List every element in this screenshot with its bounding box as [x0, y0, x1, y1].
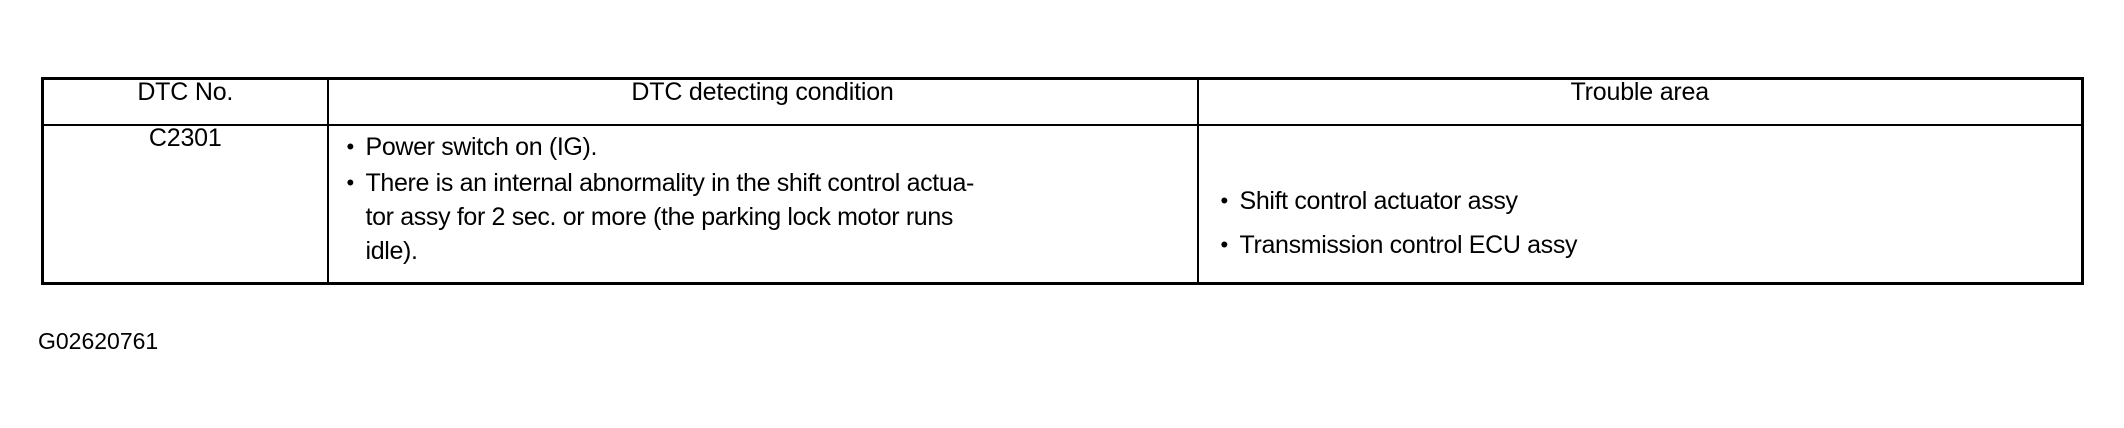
table-header: DTC No. DTC detecting condition Trouble …: [41, 77, 2084, 126]
cell-detecting-condition: Power switch on (IG). There is an intern…: [326, 124, 1199, 285]
column-header-dtc-detecting-condition: DTC detecting condition: [326, 77, 1199, 126]
trouble-area-list: Shift control actuator assy Transmission…: [1199, 184, 2082, 262]
column-header-trouble-area: Trouble area: [1196, 77, 2084, 126]
list-item: Power switch on (IG).: [347, 130, 1183, 164]
table-row: C2301 Power switch on (IG). There is an …: [41, 124, 2084, 285]
detecting-condition-wrap: Power switch on (IG). There is an intern…: [329, 126, 1197, 268]
list-item: Transmission control ECU assy: [1221, 228, 2068, 262]
detecting-condition-list: Power switch on (IG). There is an intern…: [329, 130, 1197, 268]
figure-id-label: G02620761: [38, 328, 159, 354]
list-item: Shift control actuator assy: [1221, 184, 2068, 218]
table-header-row: DTC No. DTC detecting condition Trouble …: [41, 77, 2084, 126]
list-item: There is an internal abnormality in the …: [347, 166, 1183, 268]
table-body: C2301 Power switch on (IG). There is an …: [41, 124, 2084, 285]
cell-dtc-no: C2301: [41, 124, 329, 285]
column-header-dtc-no: DTC No.: [41, 77, 329, 126]
trouble-area-wrap: Shift control actuator assy Transmission…: [1199, 126, 2082, 262]
cell-trouble-area: Shift control actuator assy Transmission…: [1196, 124, 2084, 285]
dtc-table: DTC No. DTC detecting condition Trouble …: [41, 77, 2084, 285]
